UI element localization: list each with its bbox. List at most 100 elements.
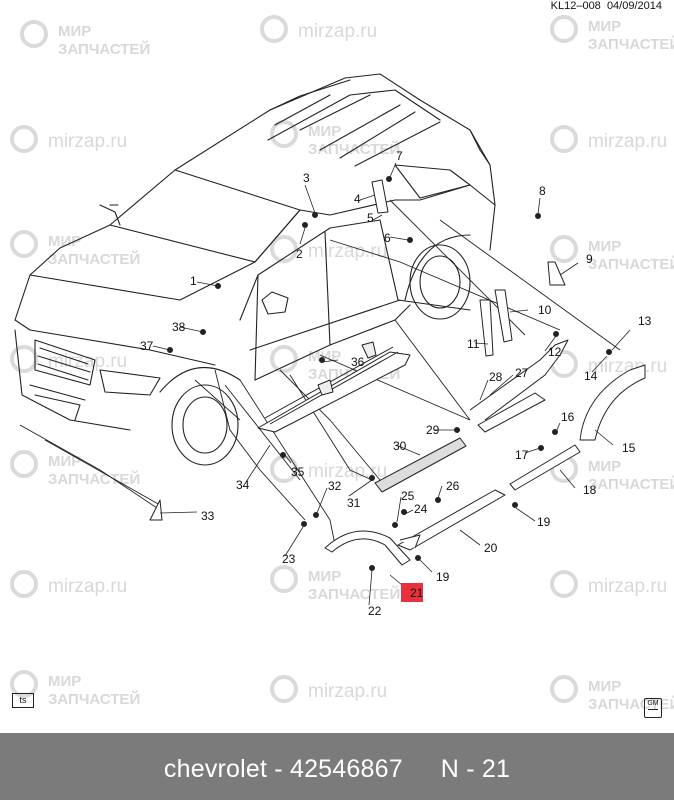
callout-label-6: 6	[384, 231, 391, 245]
callout-label-19: 19	[537, 515, 551, 529]
callout-label-3: 3	[303, 171, 310, 185]
svg-text:ЗАПЧАСТЕЙ: ЗАПЧАСТЕЙ	[588, 475, 674, 493]
callout-label-33: 33	[201, 509, 215, 523]
watermark-tile: mirzap.ru	[10, 125, 127, 153]
svg-text:mirzap.ru: mirzap.ru	[588, 576, 667, 597]
svg-text:ЗАПЧАСТЕЙ: ЗАПЧАСТЕЙ	[48, 690, 140, 708]
callout-highlight	[401, 583, 423, 602]
callout-label-9: 9	[586, 252, 593, 266]
diagram-header: KL12–008 04/09/2014	[551, 0, 662, 12]
callout-label-5: 5	[367, 211, 374, 225]
callout-label-15: 15	[622, 441, 636, 455]
footer-part-number: chevrolet - 42546867	[163, 755, 403, 783]
svg-text:МИР: МИР	[48, 673, 81, 690]
svg-text:ЗАПЧАСТЕЙ: ЗАПЧАСТЕЙ	[48, 250, 140, 268]
svg-text:mirzap.ru: mirzap.ru	[588, 356, 667, 377]
callout-label-25: 25	[401, 489, 415, 503]
callout-label-8: 8	[539, 184, 546, 198]
callout-label-35: 35	[291, 465, 305, 479]
callout-label-14: 14	[584, 369, 598, 383]
callout-label-12: 12	[548, 345, 562, 359]
running-board	[257, 351, 411, 433]
svg-text:mirzap.ru: mirzap.ru	[308, 461, 387, 482]
svg-text:МИР: МИР	[588, 678, 621, 695]
footer-reference: N - 21	[440, 755, 511, 783]
callout-label-22: 22	[368, 604, 382, 618]
callout-label-1: 1	[190, 274, 197, 288]
watermark-tile: mirzap.ru	[550, 125, 667, 153]
diagram-code: KL12–008	[550, 0, 601, 12]
svg-text:МИР: МИР	[48, 233, 81, 250]
callout-label-32: 32	[328, 479, 342, 493]
callout-label-24: 24	[414, 502, 428, 516]
svg-text:ЗАПЧАСТЕЙ: ЗАПЧАСТЕЙ	[588, 35, 674, 53]
gm-logo: GM	[644, 698, 662, 718]
svg-text:mirzap.ru: mirzap.ru	[588, 131, 667, 152]
footer-caption: chevrolet - 42546867 N - 21	[0, 733, 674, 800]
watermark-tile: mirzap.ru	[550, 570, 667, 598]
callout-label-23: 23	[282, 552, 296, 566]
svg-text:mirzap.ru: mirzap.ru	[308, 241, 387, 262]
callout-label-16: 16	[561, 410, 575, 424]
svg-text:ЗАПЧАСТЕЙ: ЗАПЧАСТЕЙ	[588, 255, 674, 273]
watermark-tile: mirzap.ru	[270, 235, 387, 263]
callout-label-38: 38	[172, 320, 186, 334]
callout-layer: 1234567891011121314151617181919202122232…	[140, 149, 652, 618]
parts-layer	[149, 176, 646, 571]
svg-text:ЗАПЧАСТЕЙ: ЗАПЧАСТЕЙ	[588, 695, 674, 713]
callout-label-27: 27	[515, 366, 529, 380]
watermark-tile: mirzap.ru	[550, 350, 667, 378]
svg-text:mirzap.ru: mirzap.ru	[48, 351, 127, 372]
svg-text:МИР: МИР	[588, 238, 621, 255]
callout-label-10: 10	[538, 303, 552, 317]
callout-label-28: 28	[489, 370, 503, 384]
callout-label-30: 30	[393, 439, 407, 453]
callout-label-26: 26	[446, 479, 460, 493]
diagram-date: 04/09/2014	[606, 0, 662, 12]
svg-text:МИР: МИР	[308, 123, 341, 140]
watermark-tile: mirzap.ru	[10, 570, 127, 598]
gm-logo-text: GM	[647, 700, 659, 707]
ts-logo: ts	[12, 693, 34, 708]
svg-text:mirzap.ru: mirzap.ru	[48, 131, 127, 152]
svg-text:ЗАПЧАСТЕЙ: ЗАПЧАСТЕЙ	[48, 470, 140, 488]
callout-label-20: 20	[484, 541, 498, 555]
svg-text:МИР: МИР	[48, 453, 81, 470]
svg-text:МИР: МИР	[588, 18, 621, 35]
callout-label-19: 19	[436, 570, 450, 584]
callout-label-29: 29	[426, 423, 440, 437]
callout-label-37: 37	[140, 339, 154, 353]
svg-text:mirzap.ru: mirzap.ru	[48, 576, 127, 597]
footer-bar: chevrolet - 42546867 N - 21	[0, 733, 674, 800]
callout-label-2: 2	[296, 247, 303, 261]
watermark-tile: mirzap.ru	[260, 15, 377, 43]
svg-text:mirzap.ru: mirzap.ru	[298, 21, 377, 42]
svg-text:МИР: МИР	[58, 23, 91, 40]
callout-label-13: 13	[638, 314, 652, 328]
callout-label-7: 7	[396, 149, 403, 163]
callout-label-18: 18	[583, 483, 597, 497]
callout-label-17: 17	[515, 448, 529, 462]
svg-text:МИР: МИР	[308, 568, 341, 585]
svg-text:ЗАПЧАСТЕЙ: ЗАПЧАСТЕЙ	[308, 585, 400, 603]
watermark-tile: mirzap.ru	[270, 675, 387, 703]
watermark-tile: mirzap.ru	[10, 345, 127, 373]
svg-text:mirzap.ru: mirzap.ru	[308, 681, 387, 702]
callout-label-21: 21	[410, 586, 424, 600]
callout-label-36: 36	[351, 355, 365, 369]
callout-leaders	[152, 162, 631, 606]
callout-label-11: 11	[467, 337, 480, 351]
callout-label-34: 34	[236, 478, 250, 492]
svg-text:ЗАПЧАСТЕЙ: ЗАПЧАСТЕЙ	[58, 40, 150, 58]
